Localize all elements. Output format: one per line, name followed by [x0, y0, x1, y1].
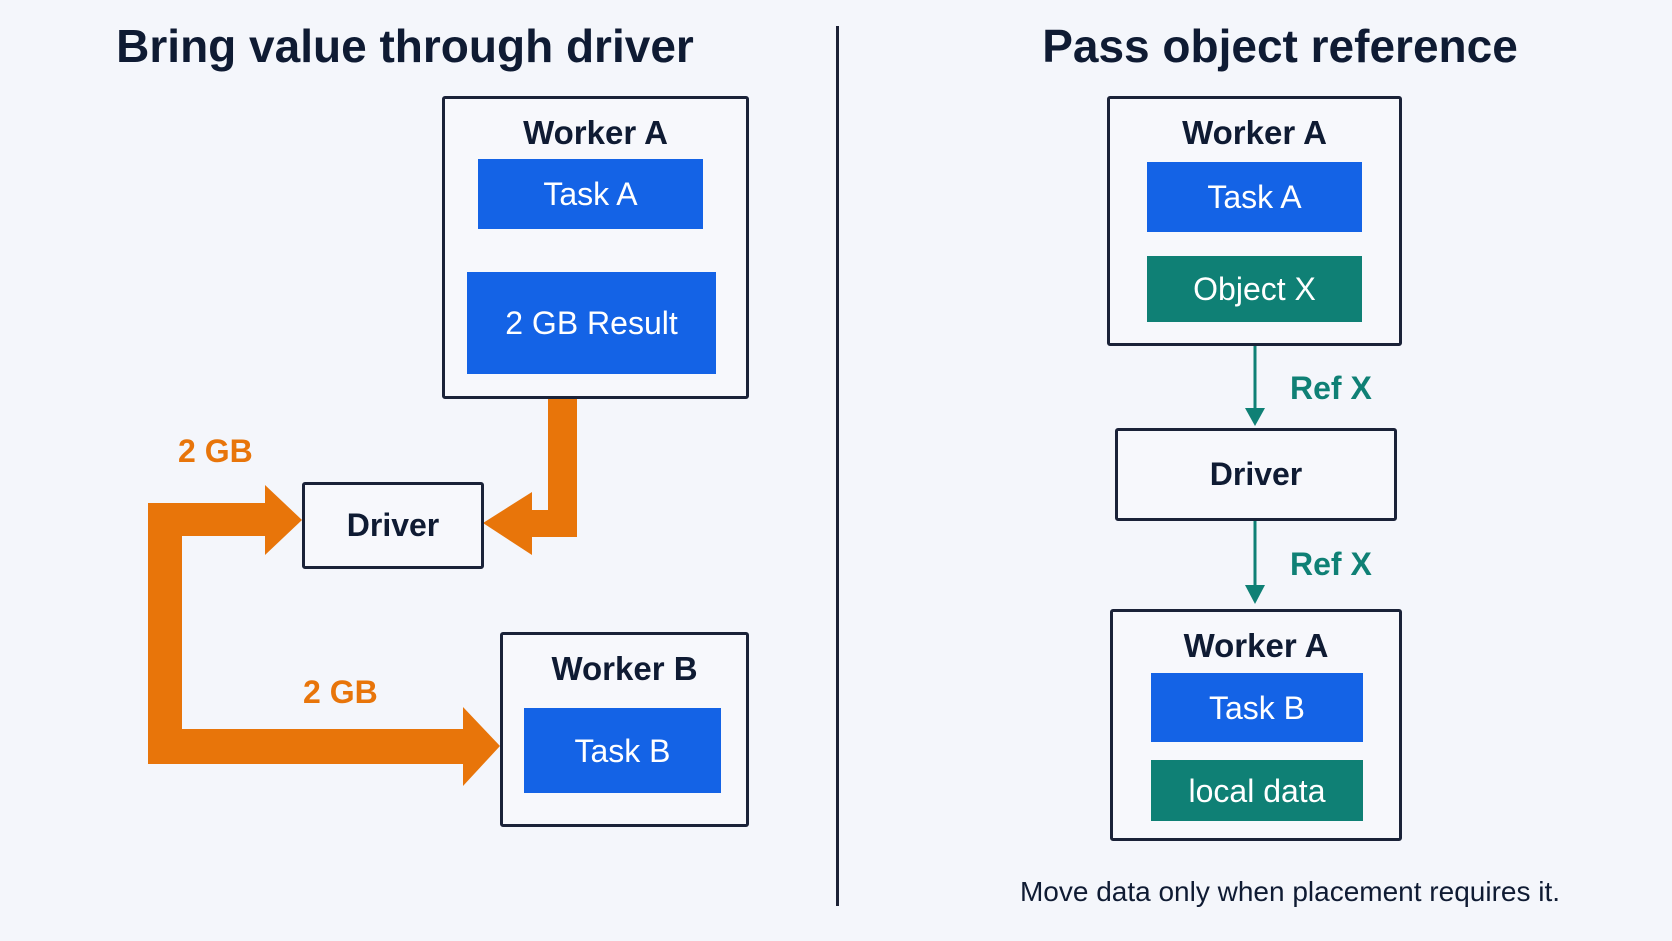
- left-worker-a-box: Worker A Task A 2 GB Result: [442, 96, 749, 399]
- left-task-b-block: Task B: [524, 708, 721, 793]
- driver-to-worker-b-flow-arrow: [148, 485, 500, 786]
- right-task-a-block: Task A: [1147, 162, 1362, 232]
- left-worker-b-label: Worker B: [551, 650, 698, 687]
- right-local-data-block: local data: [1151, 760, 1363, 821]
- left-worker-a-label: Worker A: [523, 114, 668, 151]
- worker-a-to-driver-ref-arrow: [1245, 346, 1265, 426]
- left-driver-box: Driver: [302, 482, 484, 569]
- right-driver-box: Driver: [1115, 428, 1397, 521]
- right-ref-label-second: Ref X: [1290, 546, 1372, 582]
- right-worker-a-top-box: Worker A Task A Object X: [1107, 96, 1402, 346]
- right-worker-a-top-label: Worker A: [1182, 114, 1327, 151]
- left-worker-b-box: Worker B Task B: [500, 632, 749, 827]
- right-task-b-block: Task B: [1151, 673, 1363, 742]
- right-object-x-block: Object X: [1147, 256, 1362, 322]
- left-flow-label-to-driver: 2 GB: [178, 433, 253, 469]
- left-result-block: 2 GB Result: [467, 272, 716, 374]
- right-ref-label-first: Ref X: [1290, 370, 1372, 406]
- right-worker-a-bottom-box: Worker A Task B local data: [1110, 609, 1402, 841]
- driver-to-worker-a-ref-arrow: [1245, 521, 1265, 604]
- right-worker-a-bottom-label: Worker A: [1183, 627, 1329, 664]
- left-task-a-block: Task A: [478, 159, 703, 229]
- left-driver-label: Driver: [346, 507, 440, 543]
- left-flow-label-to-worker-b: 2 GB: [303, 674, 378, 710]
- footer-note: Move data only when placement requires i…: [1019, 876, 1561, 907]
- right-panel-title: Pass object reference: [1042, 20, 1518, 72]
- right-driver-label: Driver: [1209, 456, 1303, 492]
- panel-divider: [836, 26, 839, 906]
- left-panel-title: Bring value through driver: [116, 20, 694, 72]
- worker-a-to-driver-flow-arrow: [483, 398, 577, 555]
